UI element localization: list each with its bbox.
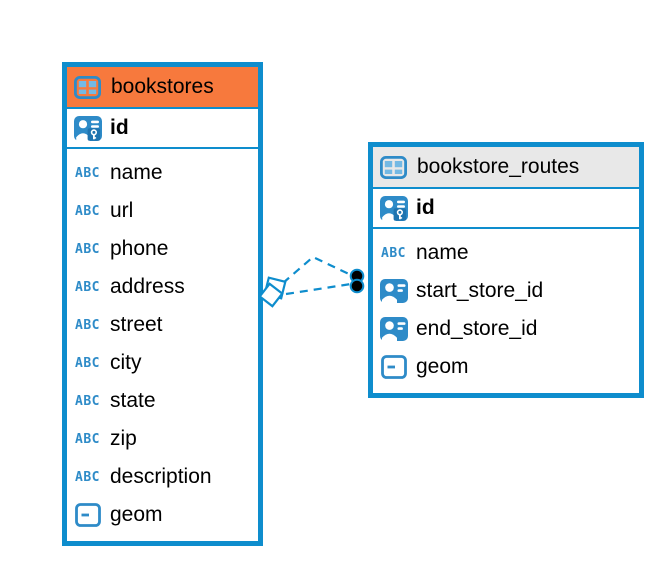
text-type-icon: ABC <box>75 355 100 371</box>
column-row[interactable]: end_store_id <box>373 310 639 348</box>
column-name: name <box>416 241 469 264</box>
table-grid-icon <box>72 75 103 99</box>
text-type-icon: ABC <box>75 203 100 219</box>
table-grid-icon <box>378 155 409 179</box>
column-name: name <box>110 161 163 184</box>
user-key-icon <box>72 115 103 141</box>
text-type-icon: ABC <box>75 431 100 447</box>
table-title: bookstores <box>111 75 214 98</box>
column-row[interactable]: start_store_id <box>373 272 639 310</box>
text-type-icon: ABC <box>75 279 100 295</box>
table-title: bookstore_routes <box>417 155 580 178</box>
table-bookstore-routes[interactable]: bookstore_routes id ABC <box>368 142 644 398</box>
column-row[interactable]: ABC description <box>67 458 258 496</box>
column-name: id <box>110 116 129 139</box>
column-name: geom <box>416 355 469 378</box>
column-row[interactable]: ABC zip <box>67 420 258 458</box>
text-type-icon: ABC <box>75 393 100 409</box>
relationship-line <box>285 282 352 296</box>
column-name: phone <box>110 237 169 260</box>
column-name: city <box>110 351 142 374</box>
column-row-primary-key[interactable]: id <box>373 187 639 229</box>
column-name: description <box>110 465 212 488</box>
column-name: street <box>110 313 163 336</box>
table-bookstores[interactable]: bookstores id ABC <box>62 62 263 546</box>
column-name: address <box>110 275 185 298</box>
square-dash-icon <box>72 503 103 527</box>
relationship-dot-endpoint <box>349 278 365 294</box>
column-name: url <box>110 199 134 222</box>
column-row-primary-key[interactable]: id <box>67 107 258 149</box>
relationship-line <box>282 255 352 284</box>
column-row[interactable]: ABC name <box>67 154 258 192</box>
column-name: geom <box>110 503 163 526</box>
column-row[interactable]: ABC phone <box>67 230 258 268</box>
column-row[interactable]: ABC street <box>67 306 258 344</box>
relationship-diamond-endpoint <box>258 282 284 308</box>
column-row[interactable]: ABC name <box>373 234 639 272</box>
table-bookstores-columns: ABC name ABC url ABC phone ABC address A… <box>67 149 258 541</box>
column-row[interactable]: ABC city <box>67 344 258 382</box>
table-bookstore-routes-columns: ABC name start_store_id <box>373 229 639 393</box>
column-name: state <box>110 389 156 412</box>
user-key-icon <box>378 195 409 221</box>
text-type-icon: ABC <box>75 469 100 485</box>
text-type-icon: ABC <box>75 317 100 333</box>
user-card-icon <box>378 317 409 341</box>
column-name: start_store_id <box>416 279 544 302</box>
column-row[interactable]: geom <box>373 348 639 386</box>
user-card-icon <box>378 279 409 303</box>
column-name: end_store_id <box>416 317 538 340</box>
column-row[interactable]: geom <box>67 496 258 534</box>
square-dash-icon <box>378 355 409 379</box>
column-row[interactable]: ABC url <box>67 192 258 230</box>
table-bookstore-routes-header[interactable]: bookstore_routes <box>373 147 639 187</box>
relationship-diamond-endpoint <box>263 276 287 300</box>
text-type-icon: ABC <box>381 245 406 261</box>
relationship-dot-endpoint <box>349 268 365 284</box>
table-bookstores-header[interactable]: bookstores <box>67 67 258 107</box>
column-name: id <box>416 196 435 219</box>
text-type-icon: ABC <box>75 241 100 257</box>
column-name: zip <box>110 427 137 450</box>
column-row[interactable]: ABC state <box>67 382 258 420</box>
text-type-icon: ABC <box>75 165 100 181</box>
column-row[interactable]: ABC address <box>67 268 258 306</box>
